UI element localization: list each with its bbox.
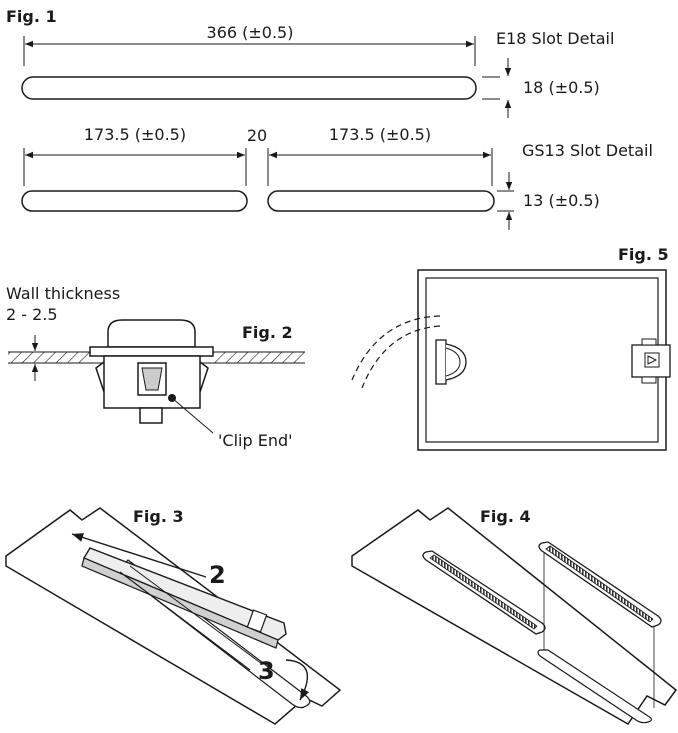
clip-spring-left xyxy=(95,361,105,393)
fig4: Fig. 4 xyxy=(351,507,678,725)
fig5-left-clip-arc xyxy=(445,343,467,381)
fig5-left-clip-base xyxy=(435,339,447,385)
gs13-gap-label: 20 xyxy=(247,126,267,145)
fig5-right-clip-mark xyxy=(647,355,658,365)
fig3-vent-edge xyxy=(119,571,251,671)
fig2: Wall thickness 2 - 2.5 Fig. 2 'Clip End' xyxy=(6,284,305,450)
clip-window-inner xyxy=(141,367,163,391)
clip-cap xyxy=(107,319,196,348)
gs13-left-width-label: 173.5 (±0.5) xyxy=(84,125,186,144)
e18-width-label: 366 (±0.5) xyxy=(207,23,294,42)
fig3: Fig. 3 2 3 xyxy=(5,507,342,725)
clip-body xyxy=(103,355,201,409)
e18-height-label: 18 (±0.5) xyxy=(523,78,600,97)
fig3-step-3: 3 xyxy=(258,657,275,685)
fig2-label: Fig. 2 xyxy=(242,323,293,342)
clip-tab xyxy=(139,407,163,424)
fig3-vent-clip xyxy=(246,609,268,633)
clip-end-leader xyxy=(171,397,214,434)
fig5-right-clip-bottom xyxy=(641,376,657,384)
clip-end-label: 'Clip End' xyxy=(218,431,293,450)
fig4-label: Fig. 4 xyxy=(480,507,531,526)
fig3-arrow-2 xyxy=(71,533,207,578)
fig5: Fig. 5 xyxy=(351,245,671,451)
fig3-step-2: 2 xyxy=(209,561,226,589)
wall-thickness-value: 2 - 2.5 xyxy=(6,305,58,324)
fig5-label: Fig. 5 xyxy=(618,245,669,264)
gs13-height-label: 13 (±0.5) xyxy=(523,191,600,210)
fig1-label: Fig. 1 xyxy=(6,7,57,26)
gs13-slot-right xyxy=(267,190,495,212)
fig5-left-clip-arc-inner xyxy=(445,347,461,377)
fig4-empty-slot xyxy=(537,649,653,724)
wall-right xyxy=(213,352,305,363)
fig3-vent-edge-2 xyxy=(129,565,263,665)
fig1: Fig. 1 366 (±0.5) E18 Slot Detail 18 (±0… xyxy=(6,7,653,230)
e18-title: E18 Slot Detail xyxy=(496,29,614,48)
wall-left xyxy=(8,352,90,363)
clip-flange xyxy=(89,346,214,357)
gs13-right-width-label: 173.5 (±0.5) xyxy=(329,125,431,144)
fig3-label: Fig. 3 xyxy=(133,507,184,526)
clip-spring-right xyxy=(199,361,209,393)
fig3-arrow-3 xyxy=(285,659,310,701)
fig5-right-clip-top xyxy=(641,338,657,346)
fig3-vent-top xyxy=(82,547,287,641)
fig5-swing-outer xyxy=(351,315,441,381)
fig4-vent-installed-grille xyxy=(429,554,538,630)
fig5-swing-inner xyxy=(361,325,441,389)
fig4-vent-floating-grille xyxy=(545,545,654,623)
gs13-slot-left xyxy=(21,190,248,212)
e18-slot xyxy=(21,76,477,100)
gs13-title: GS13 Slot Detail xyxy=(522,141,653,160)
wall-thickness-title: Wall thickness xyxy=(6,284,120,303)
